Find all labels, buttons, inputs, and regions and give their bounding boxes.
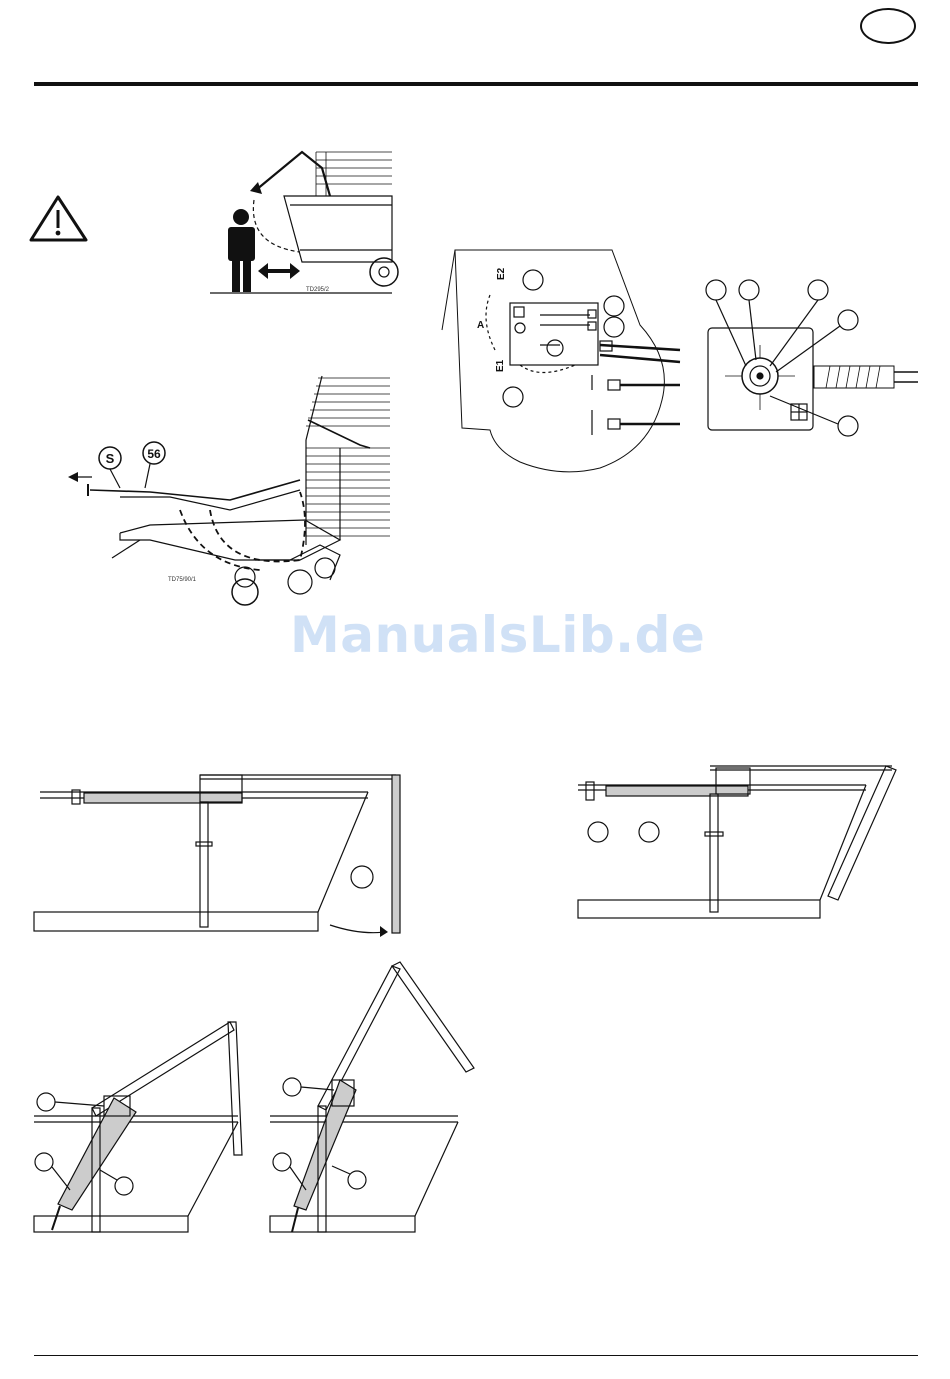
label-56: 56 <box>147 447 161 461</box>
label-s: S <box>106 451 115 466</box>
arm-flat-figure <box>34 775 400 937</box>
figure-code-drawbar: TD75/90/1 <box>168 577 197 583</box>
label-e1: E1 <box>495 359 506 372</box>
double-arrow-icon <box>258 263 300 279</box>
footer-rule <box>34 1355 918 1356</box>
arm-raised-right-figure <box>270 962 474 1232</box>
watermark: ManualsLib.de <box>290 606 670 664</box>
joystick-panel-figure <box>706 280 918 436</box>
arm-fold-right-figure <box>578 766 896 918</box>
warning-figure <box>31 152 398 293</box>
drawbar-figure <box>68 376 390 605</box>
label-e2: E2 <box>496 267 507 280</box>
control-box-figure <box>442 250 680 472</box>
label-a: A <box>477 320 484 331</box>
arm-raised-left-figure <box>34 1022 242 1232</box>
figure-code-warning: TD295/2 <box>306 287 330 293</box>
person-icon <box>228 209 255 292</box>
